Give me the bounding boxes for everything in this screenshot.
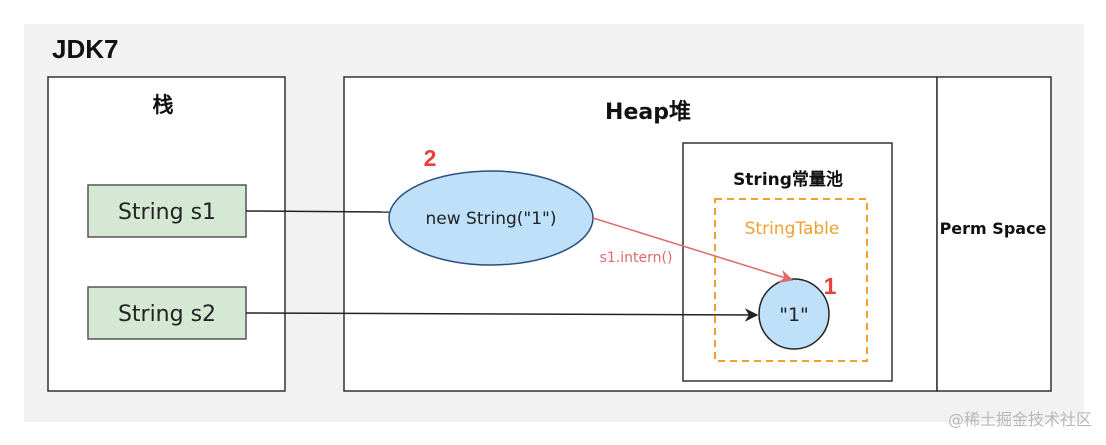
stack-variable-s2: String s2	[118, 302, 216, 327]
perm-space-label: Perm Space	[940, 219, 1047, 238]
stack-variable-s1: String s1	[118, 200, 216, 225]
stack-label: 栈	[153, 93, 174, 117]
string-pool-label: String常量池	[733, 169, 843, 190]
intern-arrow-label: s1.intern()	[600, 250, 673, 266]
string-literal-node	[758, 278, 830, 350]
watermark: @稀土掘金技术社区	[948, 410, 1092, 429]
s2-reference-arrow	[245, 308, 759, 322]
string-literal-marker: 1	[824, 273, 837, 299]
s1-reference-line	[245, 210, 390, 213]
heap-string-object-label: new String("1")	[426, 209, 557, 229]
jdk-version-title: JDK7	[52, 34, 118, 64]
string-table-label: StringTable	[745, 219, 840, 239]
string-literal-label: "1"	[779, 304, 809, 326]
intern-arrow	[592, 217, 794, 283]
stack-variable-s1-box	[87, 184, 247, 238]
perm-space-region	[936, 76, 1052, 392]
stack-variable-s2-box	[87, 286, 247, 340]
heap-label: Heap堆	[605, 100, 691, 125]
heap-object-marker: 2	[424, 145, 437, 171]
string-table	[714, 198, 868, 362]
